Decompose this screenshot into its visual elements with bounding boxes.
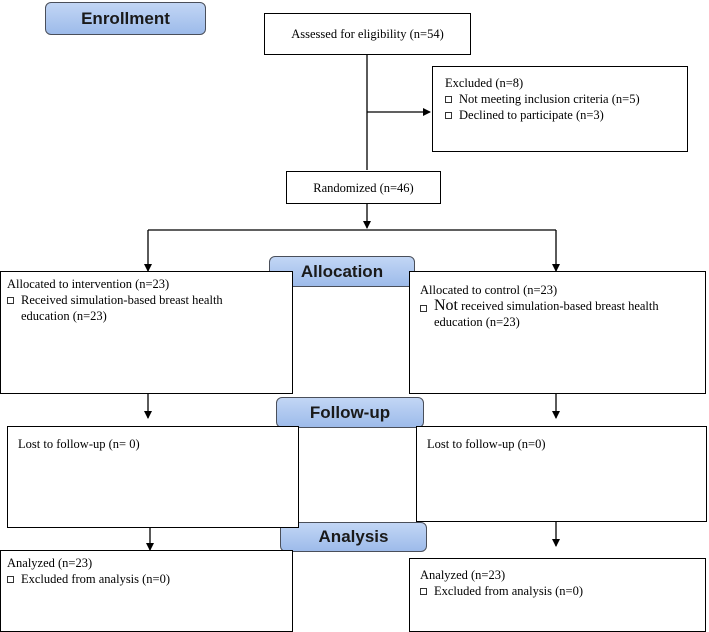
control-detail-word: Not xyxy=(434,297,458,314)
intervention-excluded-analysis: Excluded from analysis (n=0) xyxy=(7,571,286,587)
excluded-item-text: Not meeting inclusion criteria (n=5) xyxy=(459,92,640,106)
control-analyzed-text: Analyzed (n=23) xyxy=(420,568,506,582)
assessed-box: Assessed for eligibility (n=54) xyxy=(264,13,471,55)
intervention-excluded-analysis-text: Excluded from analysis (n=0) xyxy=(21,572,171,586)
control-detail-line1: Not received simulation-based breast hea… xyxy=(434,298,659,314)
excluded-item: Declined to participate (n=3) xyxy=(445,107,675,123)
control-allocation-box: Allocated to control (n=23) Not received… xyxy=(409,271,706,394)
intervention-detail-line2: education (n=23) xyxy=(21,309,107,323)
intervention-lost-text: Lost to follow-up (n= 0) xyxy=(18,437,140,451)
enrollment-label: Enrollment xyxy=(45,2,206,35)
excluded-box: Excluded (n=8) Not meeting inclusion cri… xyxy=(432,66,688,152)
excluded-item-text: Declined to participate (n=3) xyxy=(459,108,604,122)
control-detail-rest: received simulation-based breast health xyxy=(458,299,659,313)
bullet-icon xyxy=(420,588,427,595)
bullet-icon xyxy=(7,297,14,304)
intervention-analyzed-text: Analyzed (n=23) xyxy=(7,556,93,570)
control-allocated-text: Allocated to control (n=23) xyxy=(420,283,558,297)
control-followup-box: Lost to follow-up (n=0) xyxy=(416,426,707,522)
excluded-item: Not meeting inclusion criteria (n=5) xyxy=(445,91,675,107)
control-detail: Not received simulation-based breast hea… xyxy=(420,298,695,330)
bullet-icon xyxy=(7,576,14,583)
control-analysis-box: Analyzed (n=23) Excluded from analysis (… xyxy=(409,558,706,632)
assessed-text: Assessed for eligibility (n=54) xyxy=(291,27,444,41)
control-excluded-analysis-text: Excluded from analysis (n=0) xyxy=(434,584,584,598)
intervention-allocation-box: Allocated to intervention (n=23) Receive… xyxy=(0,271,293,394)
excluded-title: Excluded (n=8) xyxy=(445,76,524,90)
intervention-detail: Received simulation-based breast health … xyxy=(7,292,286,324)
intervention-detail-line1: Received simulation-based breast health xyxy=(21,293,223,307)
bullet-icon xyxy=(445,96,452,103)
control-excluded-analysis: Excluded from analysis (n=0) xyxy=(420,583,695,599)
followup-label: Follow-up xyxy=(276,397,424,428)
analysis-label: Analysis xyxy=(280,522,427,552)
bullet-icon xyxy=(420,305,427,312)
intervention-analysis-box: Analyzed (n=23) Excluded from analysis (… xyxy=(0,550,293,632)
control-detail-line2: education (n=23) xyxy=(434,315,520,329)
randomized-box: Randomized (n=46) xyxy=(286,171,441,204)
intervention-followup-box: Lost to follow-up (n= 0) xyxy=(7,426,299,528)
bullet-icon xyxy=(445,112,452,119)
intervention-allocated-text: Allocated to intervention (n=23) xyxy=(7,277,170,291)
control-lost-text: Lost to follow-up (n=0) xyxy=(427,437,546,451)
randomized-text: Randomized (n=46) xyxy=(313,180,414,195)
